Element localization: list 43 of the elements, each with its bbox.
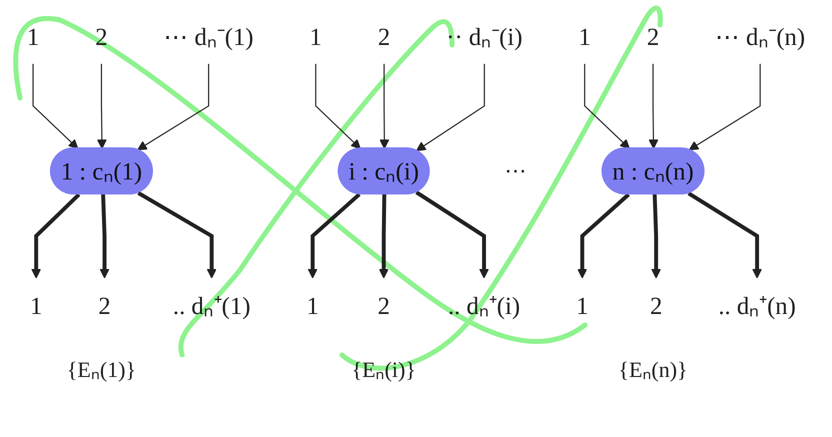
arrow: [31, 193, 80, 278]
ellipse-node: 1 : cₙ(1): [50, 147, 153, 194]
math-label: .. dₙ⁺(1): [172, 291, 250, 320]
set-label: {Eₙ(n)}: [618, 356, 688, 383]
arrow: [32, 64, 78, 149]
math-label: ·· dₙ⁻(i): [446, 22, 522, 50]
math-label: 1: [576, 291, 588, 320]
arrow: [137, 191, 217, 278]
arrow: [379, 64, 390, 149]
arrow: [416, 64, 485, 152]
arrow: [315, 64, 361, 150]
arrow: [648, 64, 658, 149]
math-label: .. dₙ⁺(n): [718, 291, 796, 320]
math-label: ⋯ dₙ⁻(n): [715, 22, 806, 50]
set-label: {Eₙ(1)}: [66, 356, 136, 383]
arrow: [100, 194, 110, 278]
math-label: .. dₙ⁺(i): [448, 291, 520, 320]
math-label: 2: [646, 22, 660, 50]
arrow: [137, 64, 210, 150]
math-label: 1: [26, 22, 40, 50]
math-label: 1: [578, 22, 591, 50]
arrow: [688, 192, 762, 278]
arrow: [651, 194, 662, 278]
arrow: [96, 64, 107, 149]
arrow: [415, 190, 489, 278]
arrow: [378, 194, 389, 278]
ellipsis-label: ⋯: [504, 158, 527, 184]
arrow: [308, 192, 361, 278]
math-label: 2: [650, 291, 662, 320]
arrow: [577, 193, 630, 278]
set-label: {Eₙ(i)}: [352, 356, 416, 383]
math-label: 1: [306, 291, 319, 320]
math-label: 1: [310, 22, 322, 50]
arrow: [584, 64, 630, 149]
math-label: 2: [95, 22, 108, 50]
arrow: [688, 64, 761, 150]
math-label: ⋯ dₙ⁻(1): [164, 22, 254, 50]
ellipse-node: i : cₙ(i): [338, 147, 430, 194]
math-label: 2: [378, 22, 390, 50]
math-label: 2: [98, 291, 111, 320]
math-label: 1: [30, 291, 42, 320]
ellipse-node: n : cₙ(n): [602, 147, 704, 194]
math-label: 2: [378, 291, 390, 320]
